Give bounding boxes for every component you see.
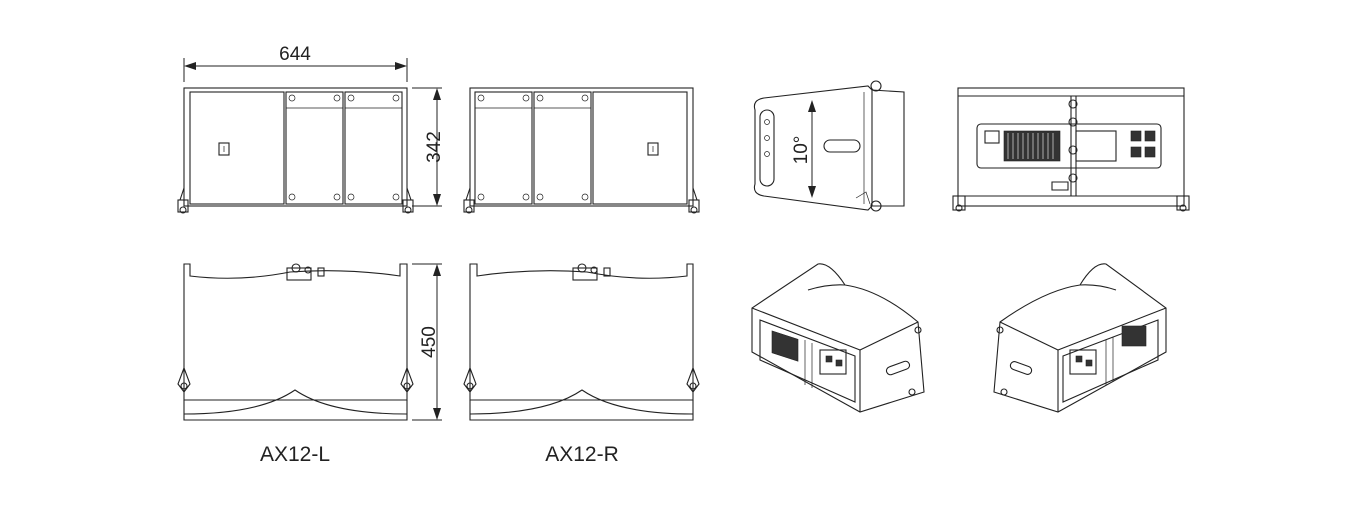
width-dimension-label: 644 xyxy=(279,44,311,65)
front-view-right xyxy=(463,87,700,214)
angle-dimension-label: 10° xyxy=(791,136,812,165)
depth-dimension-label: 450 xyxy=(419,326,440,358)
top-view-right: AX12-R xyxy=(463,263,700,466)
isometric-view-left xyxy=(751,263,925,413)
rear-view xyxy=(952,87,1190,212)
side-view-angle: 10° xyxy=(753,80,905,212)
model-label-left: AX12-L xyxy=(260,443,330,466)
height-dimension-label: 342 xyxy=(424,131,445,163)
isometric-view-right xyxy=(993,263,1167,413)
model-label-right: AX12-R xyxy=(545,443,619,466)
top-view-left: 450 AX12-L xyxy=(177,263,442,466)
front-view-left: 644 342 xyxy=(177,44,445,214)
width-dimension-line xyxy=(183,58,408,82)
depth-dimension-line xyxy=(412,263,442,421)
logo-badge xyxy=(218,142,230,156)
height-dimension-line xyxy=(412,87,442,207)
